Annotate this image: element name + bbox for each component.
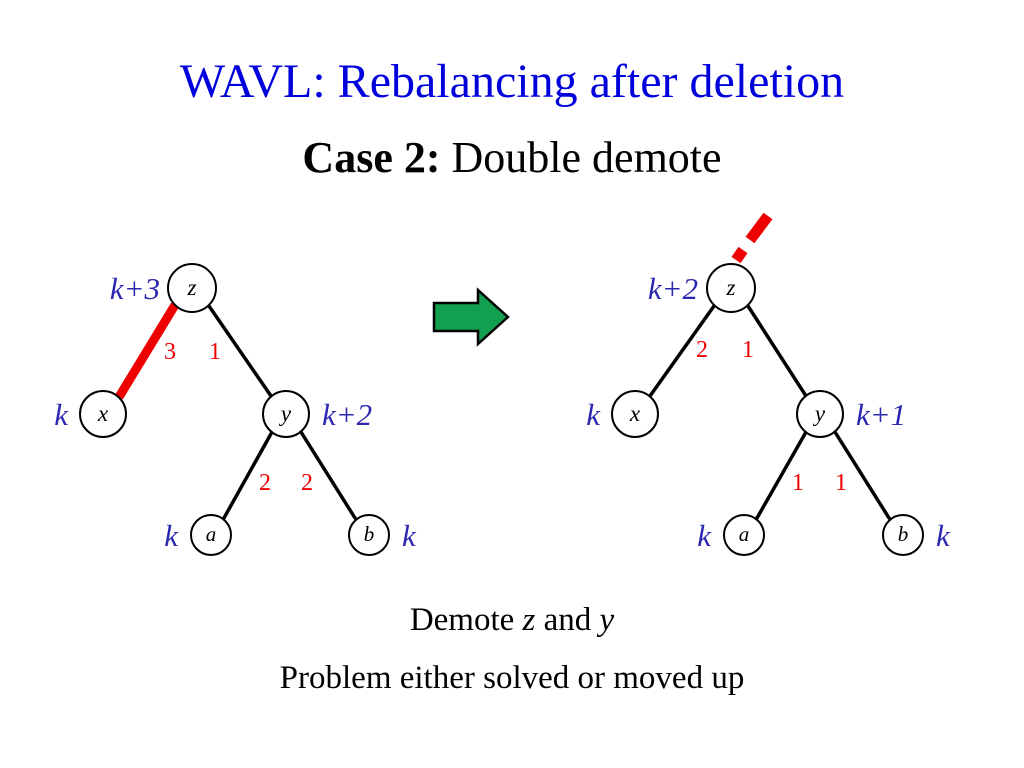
left-node-a-label: a	[205, 521, 217, 546]
page-title: WAVL: Rebalancing after deletion	[179, 55, 845, 108]
left-node-a[interactable]: a	[190, 514, 232, 556]
left-diff-z-y: 1	[209, 339, 221, 365]
right-node-x-label: x	[629, 400, 641, 426]
right-node-b-label: b	[897, 521, 909, 546]
right-diff-z-y: 1	[742, 337, 754, 363]
right-diff-y-a: 1	[792, 470, 804, 496]
right-node-a-label: a	[738, 521, 750, 546]
transition-arrow-icon	[432, 287, 510, 347]
left-rank-b: k	[402, 518, 416, 553]
left-diff-y-a: 2	[259, 470, 271, 496]
right-rank-y: k+1	[856, 397, 907, 432]
right-rank-b: k	[936, 518, 950, 553]
right-problem-moved-up-dashes	[731, 212, 773, 264]
caption-1-var-y: y	[599, 602, 615, 638]
right-rank-z: k+2	[647, 271, 698, 306]
caption-1-var-z: z	[522, 602, 536, 638]
subtitle-case-text: Double demote	[440, 133, 722, 182]
left-rank-x: k	[54, 397, 68, 432]
right-node-z[interactable]: z	[706, 263, 756, 313]
right-node-a[interactable]: a	[723, 514, 765, 556]
left-node-b-label: b	[363, 521, 375, 546]
left-node-x[interactable]: x	[79, 390, 127, 438]
right-rank-a: k	[697, 518, 711, 553]
right-diff-z-x: 2	[696, 337, 708, 363]
left-diff-y-b: 2	[301, 470, 313, 496]
right-node-z-label: z	[726, 274, 736, 300]
caption-1-mid: and	[535, 602, 600, 638]
right-node-y-label: y	[814, 400, 826, 426]
caption-line-2: Problem either solved or moved up	[279, 660, 745, 696]
left-node-z-label: z	[187, 274, 197, 300]
right-node-x[interactable]: x	[611, 390, 659, 438]
left-node-y[interactable]: y	[262, 390, 310, 438]
caption-line-1: Demote z and y	[0, 600, 1024, 640]
page-subtitle: Case 2: Double demote	[0, 131, 1024, 185]
left-diff-z-x: 3	[164, 339, 176, 365]
left-node-y-label: y	[280, 400, 292, 426]
right-node-y[interactable]: y	[796, 390, 844, 438]
left-rank-z: k+3	[109, 271, 160, 306]
right-node-b[interactable]: b	[882, 514, 924, 556]
left-node-b[interactable]: b	[348, 514, 390, 556]
right-rank-x: k	[586, 397, 600, 432]
left-node-x-label: x	[97, 400, 109, 426]
left-rank-a: k	[164, 518, 178, 553]
subtitle-case-label: Case 2:	[302, 133, 441, 182]
caption-1-pre: Demote	[409, 602, 523, 638]
left-rank-y: k+2	[322, 397, 373, 432]
left-node-z[interactable]: z	[167, 263, 217, 313]
right-diff-y-b: 1	[835, 470, 847, 496]
